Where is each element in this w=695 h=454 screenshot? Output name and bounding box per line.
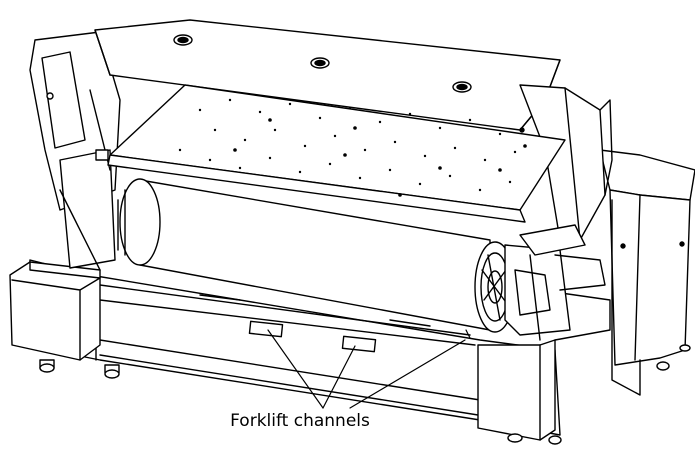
base-frame bbox=[24, 259, 561, 436]
right-side-table bbox=[599, 149, 695, 396]
casters bbox=[39, 363, 120, 379]
callout-label: Forklift channels bbox=[230, 411, 370, 431]
forklift-channels bbox=[199, 294, 431, 353]
platen-holes bbox=[178, 98, 527, 197]
right-foot-box bbox=[477, 289, 611, 445]
left-side-frame bbox=[29, 31, 121, 271]
media-roll bbox=[117, 178, 516, 333]
platen bbox=[107, 84, 566, 223]
callout-leaders bbox=[267, 329, 471, 409]
roll-holder-mechanism bbox=[504, 224, 606, 341]
